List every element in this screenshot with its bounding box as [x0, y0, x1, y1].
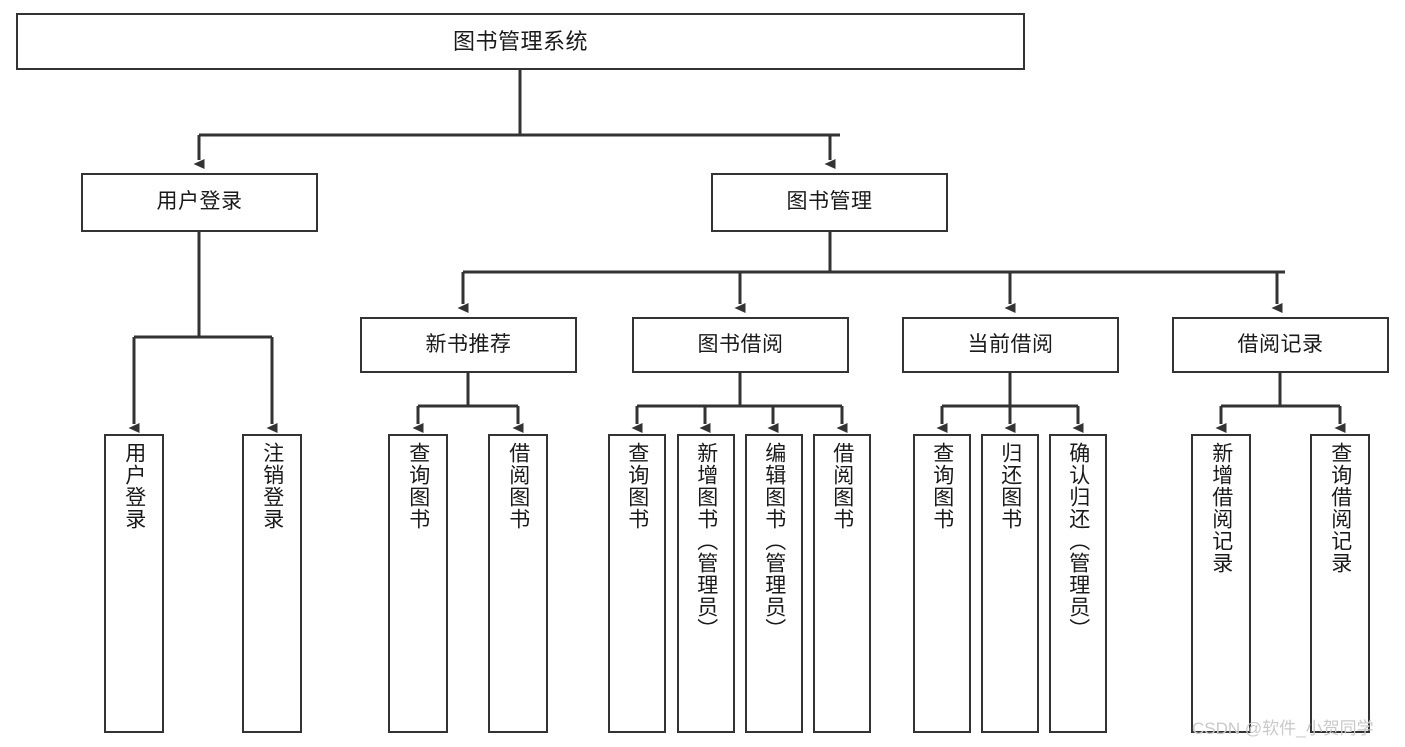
node-borrow-record[interactable]: 借阅记录 — [1172, 317, 1389, 373]
node-label: 查询图书 — [406, 442, 430, 530]
node-book-manage[interactable]: 图书管理 — [711, 173, 948, 232]
node-current-borrow[interactable]: 当前借阅 — [902, 317, 1119, 373]
node-leaf-confirm-return[interactable]: 确认归还（管理员） — [1049, 434, 1107, 733]
node-label: 用户登录 — [122, 442, 146, 530]
node-leaf-borrow-book-1[interactable]: 借阅图书 — [488, 434, 548, 733]
node-leaf-query-borrow-record[interactable]: 查询借阅记录 — [1310, 434, 1370, 733]
node-leaf-return-book[interactable]: 归还图书 — [981, 434, 1039, 733]
node-label: 新增图书（管理员） — [694, 442, 718, 640]
node-root-system[interactable]: 图书管理系统 — [16, 13, 1025, 70]
node-leaf-query-book-3[interactable]: 查询图书 — [913, 434, 971, 733]
node-new-book-recommend[interactable]: 新书推荐 — [360, 317, 577, 373]
node-label: 图书管理系统 — [452, 28, 588, 54]
node-label: 图书借阅 — [697, 332, 784, 356]
node-book-borrow[interactable]: 图书借阅 — [632, 317, 849, 373]
node-leaf-logout-login[interactable]: 注销登录 — [242, 434, 302, 733]
node-label: 新增借阅记录 — [1209, 442, 1233, 574]
node-label: 借阅记录 — [1237, 332, 1324, 356]
node-leaf-add-book[interactable]: 新增图书（管理员） — [677, 434, 735, 733]
node-label: 借阅图书 — [506, 442, 530, 530]
node-label: 用户登录 — [156, 190, 243, 214]
node-user-login[interactable]: 用户登录 — [81, 173, 318, 232]
node-label: 查询借阅记录 — [1328, 442, 1352, 574]
node-label: 查询图书 — [930, 442, 954, 530]
node-label: 归还图书 — [998, 442, 1022, 530]
node-label: 新书推荐 — [425, 332, 512, 356]
node-leaf-edit-book[interactable]: 编辑图书（管理员） — [745, 434, 803, 733]
node-leaf-add-borrow-record[interactable]: 新增借阅记录 — [1191, 434, 1251, 733]
node-label: 查询图书 — [625, 442, 649, 530]
node-leaf-query-book-2[interactable]: 查询图书 — [608, 434, 666, 733]
node-label: 借阅图书 — [830, 442, 854, 530]
node-label: 编辑图书（管理员） — [762, 442, 786, 640]
node-label: 注销登录 — [260, 442, 284, 530]
node-leaf-query-book-1[interactable]: 查询图书 — [388, 434, 448, 733]
node-label: 确认归还（管理员） — [1066, 442, 1090, 640]
csdn-watermark: CSDN @软件_小贺同学 — [1192, 719, 1374, 738]
node-label: 当前借阅 — [967, 332, 1054, 356]
node-leaf-borrow-book-2[interactable]: 借阅图书 — [813, 434, 871, 733]
node-label: 图书管理 — [786, 190, 873, 214]
node-leaf-user-login[interactable]: 用户登录 — [104, 434, 164, 733]
